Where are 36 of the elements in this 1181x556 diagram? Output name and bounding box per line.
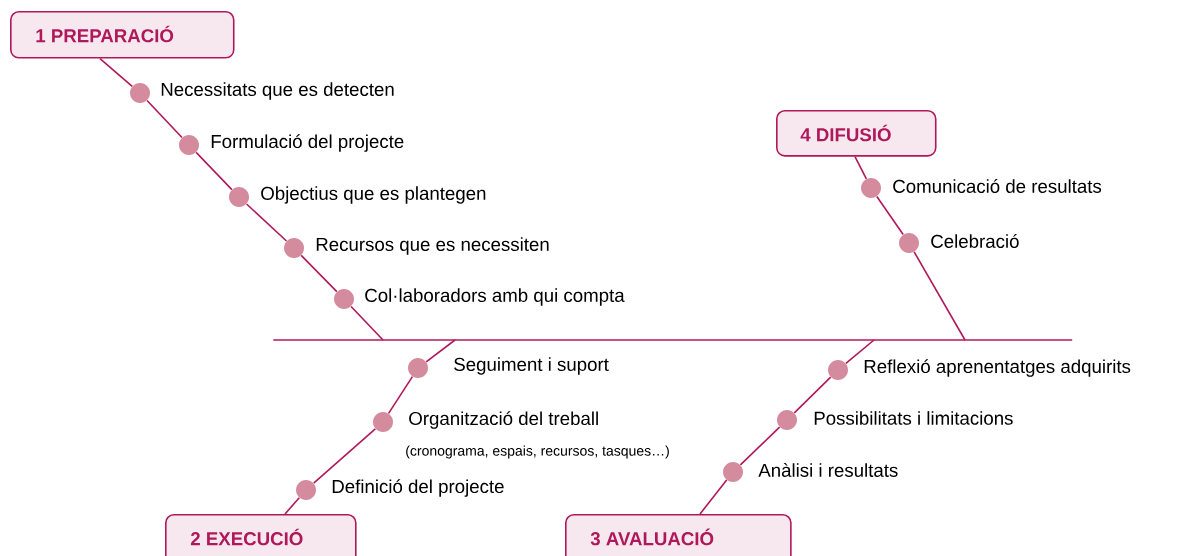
item-label: Reflexió aprenentatges adquirits [864,359,1131,377]
bone-line [312,428,377,484]
bone-line [913,251,966,341]
bone-line [195,151,233,191]
item-label: Possibilitats i limitacions [814,411,1013,425]
item-label: Formulació del projecte [211,134,404,152]
bone-line [845,339,875,365]
phase-box: 2 EXECUCIÓ [165,514,357,556]
phase-box: 3 AVALUACIÓ [565,514,792,556]
bone-line [387,375,414,415]
item-label: Anàlisi i resultats [758,463,898,477]
bone-line [284,496,301,515]
bone-line [425,339,456,363]
bone-line [146,99,183,139]
bone-line [245,203,288,242]
item-label: Col·laboradors amb qui compta [365,288,625,306]
bone-line [876,195,904,236]
bone-line [739,426,781,466]
bone-line [793,376,832,414]
bone-line [300,254,338,293]
item-label: Organització del treball [409,411,598,429]
item-note: (cronograma, espais, recursos, tasques…) [406,445,669,459]
phase-box: 4 DIFUSIÓ [776,110,937,157]
item-label: Seguiment i suport [454,357,609,375]
bone-line [350,305,384,341]
item-label: Definició del projecte [332,479,504,497]
bone-line [699,479,728,515]
bone-line [99,57,134,88]
bone-line [854,155,868,180]
item-label: Recursos que es necessiten [316,237,549,255]
item-label: Celebració [931,234,1019,248]
spine-line [273,339,1073,341]
phase-box: 1 PREPARACIÓ [10,11,235,59]
item-label: Objectius que es plantegen [261,186,486,204]
item-label: Necessitats que es detecten [161,82,394,100]
item-label: Comunicació de resultats [893,179,1102,193]
